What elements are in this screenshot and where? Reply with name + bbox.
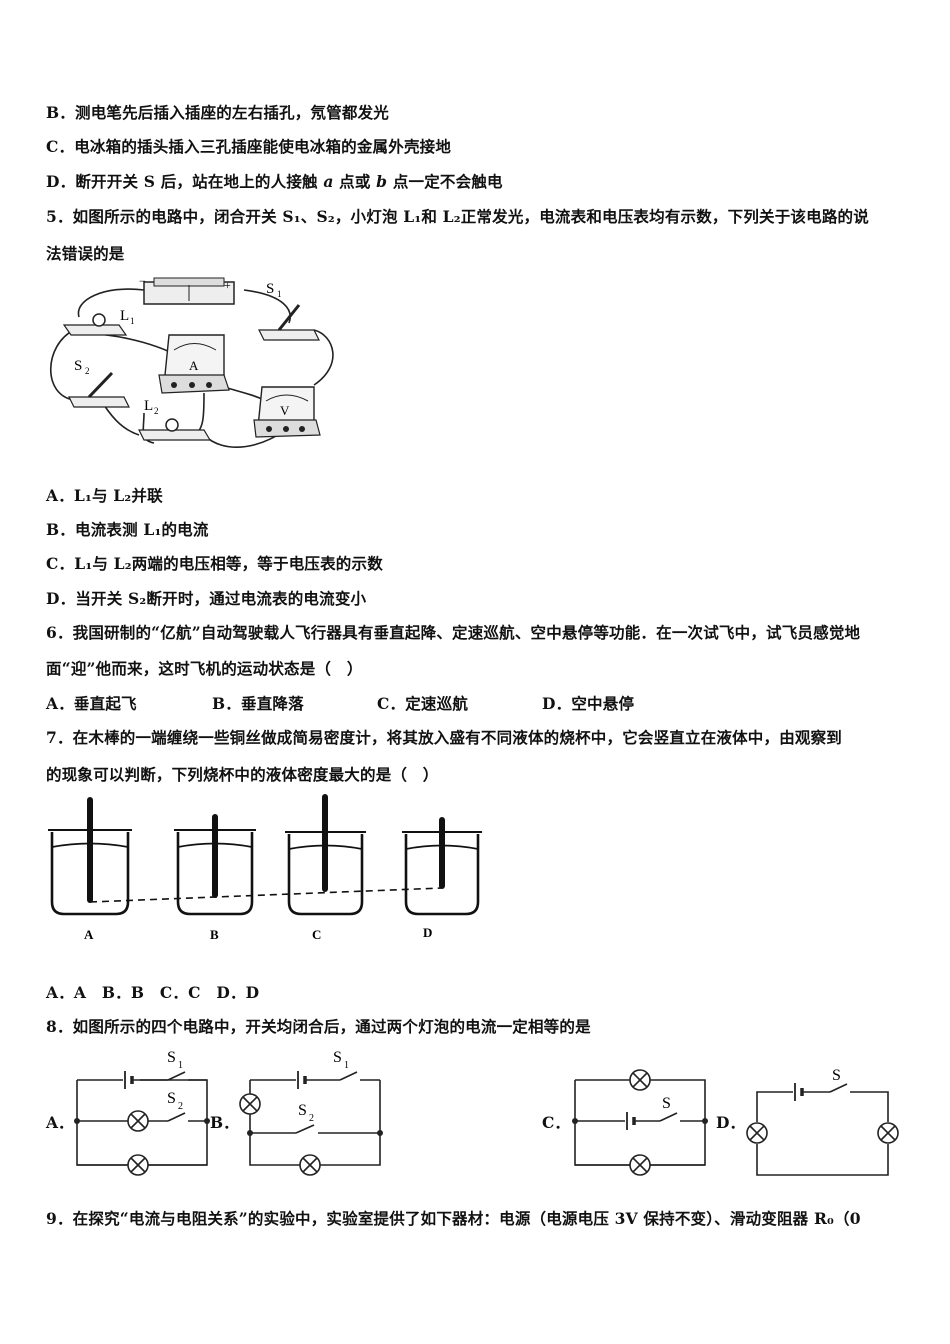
q6-stem-line1: 6．我国研制的“亿航”自动驾驶载人飞行器具有垂直起降、定速巡航、空中悬停等功能．… bbox=[46, 623, 861, 642]
q9-stem: 9．在探究“电流与电阻关系”的实验中，实验室提供了如下器材：电源（电源电压 3V… bbox=[46, 1209, 861, 1228]
voltmeter-icon bbox=[253, 386, 321, 438]
q6-option-c: C．定速巡航 bbox=[377, 694, 469, 713]
svg-text:2: 2 bbox=[85, 366, 90, 376]
svg-text:S: S bbox=[662, 1095, 671, 1112]
battery-icon bbox=[143, 277, 235, 305]
q8-stem: 8．如图所示的四个电路中，开关均闭合后，通过两个灯泡的电流一定相等的是 bbox=[46, 1017, 591, 1036]
q6-stem-line2: 面“迎”他而来，这时飞机的运动状态是（ ） bbox=[46, 659, 363, 678]
svg-text:L: L bbox=[144, 398, 153, 414]
q7-options: A．A B．B C．C D．D bbox=[46, 983, 260, 1002]
q4-option-b: B．测电笔先后插入插座的左右插孔，氖管都发光 bbox=[46, 103, 390, 122]
q5-option-d: D．当开关 S₂断开时，通过电流表的电流变小 bbox=[46, 589, 367, 608]
svg-text:L: L bbox=[120, 308, 129, 324]
q8-label-d: D． bbox=[716, 1113, 745, 1132]
beaker-d bbox=[404, 834, 480, 916]
svg-text:2: 2 bbox=[154, 406, 159, 416]
beaker-label-a: A bbox=[84, 927, 94, 942]
circuit-c bbox=[574, 1079, 706, 1166]
q6-option-b: B．垂直降落 bbox=[212, 694, 304, 713]
ammeter-icon bbox=[158, 334, 230, 394]
circuit-d bbox=[756, 1083, 889, 1176]
svg-text:S: S bbox=[266, 281, 274, 297]
lamp-icon bbox=[299, 1154, 321, 1176]
lamp-icon bbox=[629, 1154, 651, 1176]
svg-text:2: 2 bbox=[309, 1113, 314, 1124]
beaker-a bbox=[50, 832, 130, 916]
beaker-label-c: C bbox=[312, 927, 321, 942]
svg-text:S: S bbox=[74, 358, 82, 374]
svg-text:−: − bbox=[139, 275, 146, 288]
svg-text:1: 1 bbox=[178, 1060, 183, 1071]
switch-s2-icon bbox=[68, 371, 130, 408]
beaker-c bbox=[287, 834, 364, 916]
q5-option-a: A．L₁与 L₂并联 bbox=[46, 486, 163, 505]
switch-s1-icon bbox=[258, 304, 320, 341]
lamp-l2-icon bbox=[138, 418, 212, 441]
svg-text:2: 2 bbox=[178, 1101, 183, 1112]
svg-text:S: S bbox=[167, 1049, 176, 1066]
svg-text:1: 1 bbox=[277, 289, 282, 299]
q8-label-c: C． bbox=[542, 1113, 570, 1132]
svg-text:S: S bbox=[167, 1090, 176, 1107]
q8-label-a: A． bbox=[46, 1113, 74, 1132]
lamp-icon bbox=[877, 1122, 899, 1144]
circuit-a bbox=[76, 1071, 208, 1166]
q7-beakers-figure: A B C D bbox=[48, 794, 482, 942]
beaker-label-b: B bbox=[210, 927, 219, 942]
lamp-icon bbox=[127, 1110, 149, 1132]
beaker-label-d: D bbox=[423, 925, 432, 940]
svg-text:V: V bbox=[280, 403, 290, 418]
q4-option-c: C．电冰箱的插头插入三孔插座能使电冰箱的金属外壳接地 bbox=[46, 137, 452, 156]
q4-option-d: D．断开开关 S 后，站在地上的人接触 a 点或 b 点一定不会触电 bbox=[46, 172, 503, 191]
circuit-b bbox=[249, 1071, 381, 1166]
svg-text:S: S bbox=[832, 1067, 841, 1084]
lamp-l1-icon bbox=[62, 313, 128, 336]
q6-option-d: D．空中悬停 bbox=[542, 694, 635, 713]
svg-text:+: + bbox=[224, 278, 231, 292]
q5-option-b: B．电流表测 L₁的电流 bbox=[46, 520, 209, 539]
beaker-b bbox=[176, 832, 254, 916]
lamp-icon bbox=[629, 1069, 651, 1091]
svg-text:A: A bbox=[189, 358, 199, 373]
q7-stem-line2: 的现象可以判断，下列烧杯中的液体密度最大的是（ ） bbox=[46, 765, 439, 784]
q5-stem-line2: 法错误的是 bbox=[46, 244, 125, 263]
lamp-icon bbox=[746, 1122, 768, 1144]
q5-option-c: C．L₁与 L₂两端的电压相等，等于电压表的示数 bbox=[46, 554, 383, 573]
svg-text:S: S bbox=[333, 1049, 342, 1066]
q5-stem-line1: 5．如图所示的电路中，闭合开关 S₁、S₂，小灯泡 L₁和 L₂正常发光，电流表… bbox=[46, 207, 869, 226]
svg-text:1: 1 bbox=[130, 316, 135, 326]
q8-label-b: B． bbox=[210, 1113, 239, 1132]
lamp-icon bbox=[239, 1093, 261, 1115]
q6-option-a: A．垂直起飞 bbox=[46, 694, 137, 713]
q5-circuit-figure: − + S 1 L 1 A S 2 L 2 V bbox=[50, 275, 334, 448]
svg-text:S: S bbox=[298, 1102, 307, 1119]
q7-stem-line1: 7．在木棒的一端缠绕一些铜丝做成简易密度计，将其放入盛有不同液体的烧杯中，它会竖… bbox=[46, 728, 842, 747]
svg-text:1: 1 bbox=[344, 1060, 349, 1071]
lamp-icon bbox=[127, 1154, 149, 1176]
